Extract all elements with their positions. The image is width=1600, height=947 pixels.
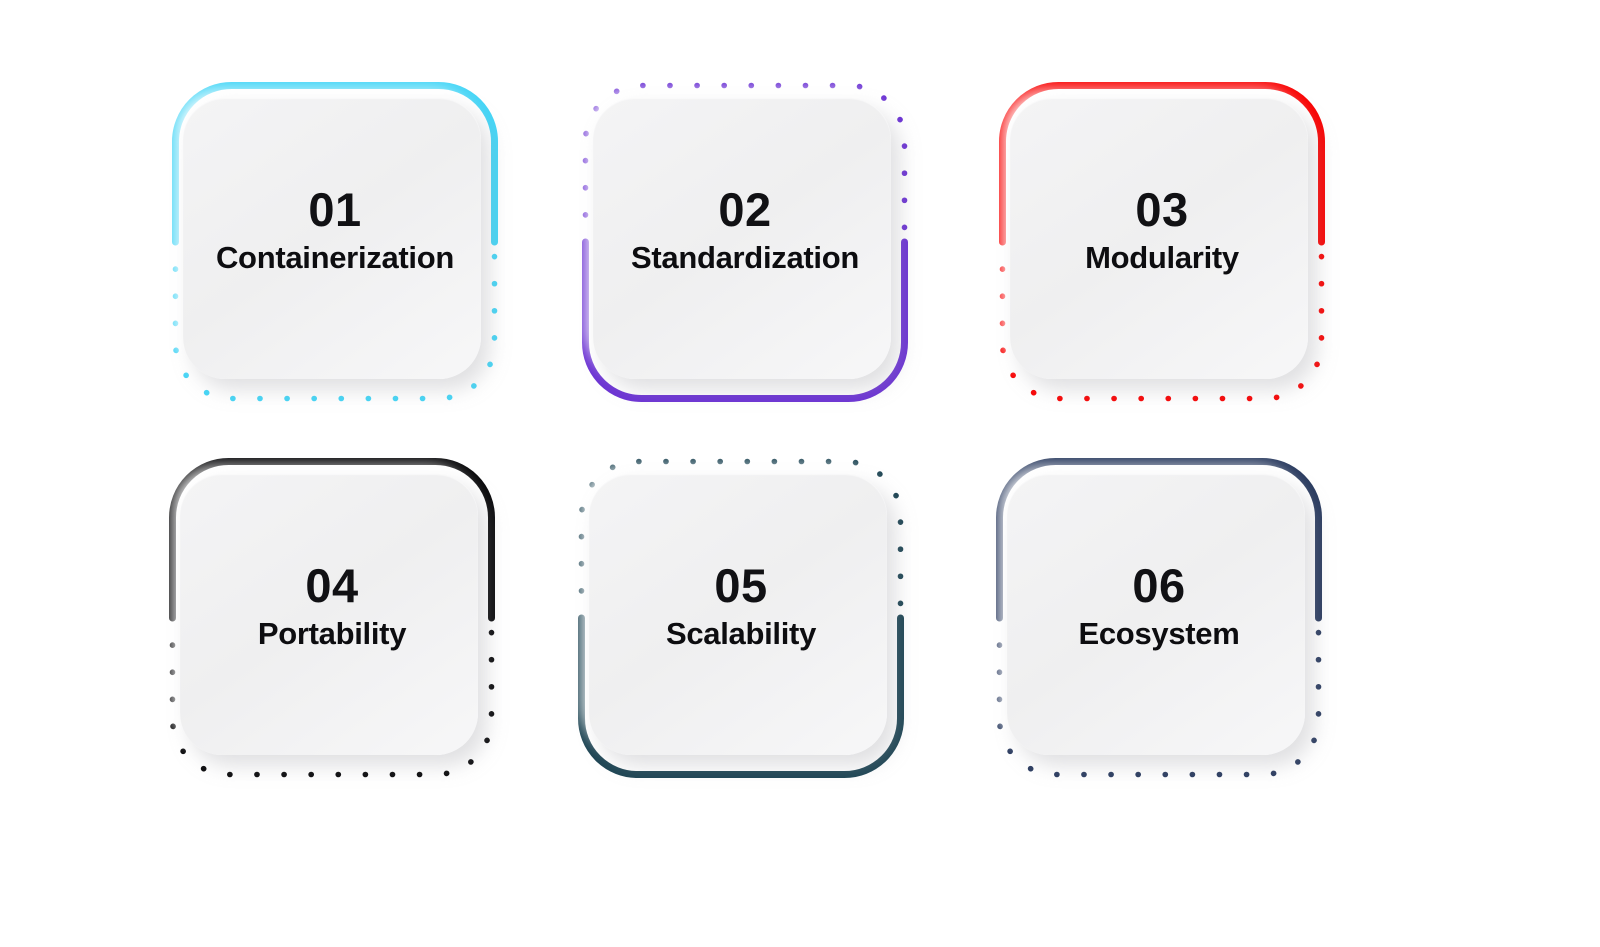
card-tile-03 xyxy=(1010,98,1308,379)
card-tile-01 xyxy=(183,98,481,379)
card-tile-02 xyxy=(593,98,891,379)
card-tile-05 xyxy=(589,474,887,755)
card-tile-06 xyxy=(1007,474,1305,755)
card-tile-04 xyxy=(180,474,478,755)
